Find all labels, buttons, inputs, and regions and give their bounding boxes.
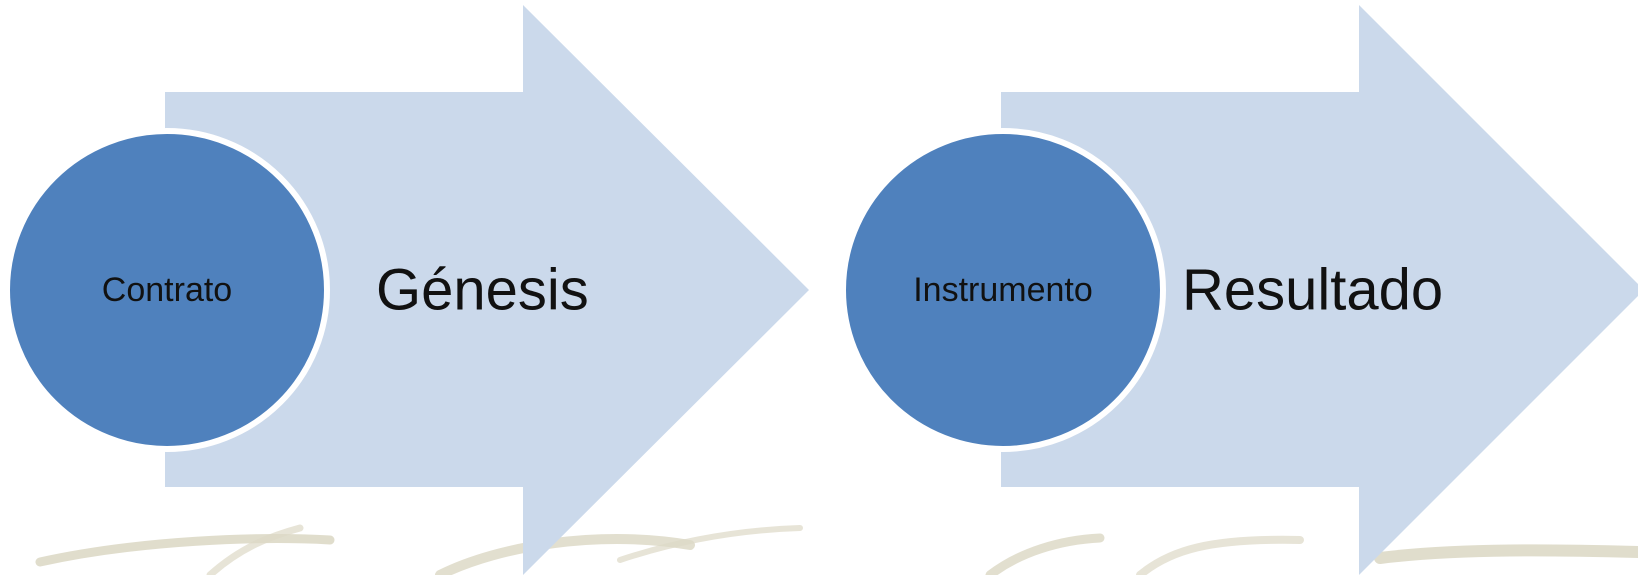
circle-label-2: Instrumento bbox=[913, 271, 1093, 309]
step-circle-2 bbox=[840, 128, 1166, 452]
process-arrow-2 bbox=[1001, 5, 1638, 575]
arrow-label-2: Resultado bbox=[1182, 258, 1443, 323]
process-step-2: Instrumento Resultado bbox=[840, 5, 1638, 575]
process-step-1: Contrato Génesis bbox=[4, 5, 809, 575]
step-circle-1 bbox=[4, 128, 330, 452]
arrow-label-1: Génesis bbox=[376, 258, 589, 323]
process-arrow-1 bbox=[165, 5, 809, 575]
circle-label-1: Contrato bbox=[102, 271, 232, 309]
